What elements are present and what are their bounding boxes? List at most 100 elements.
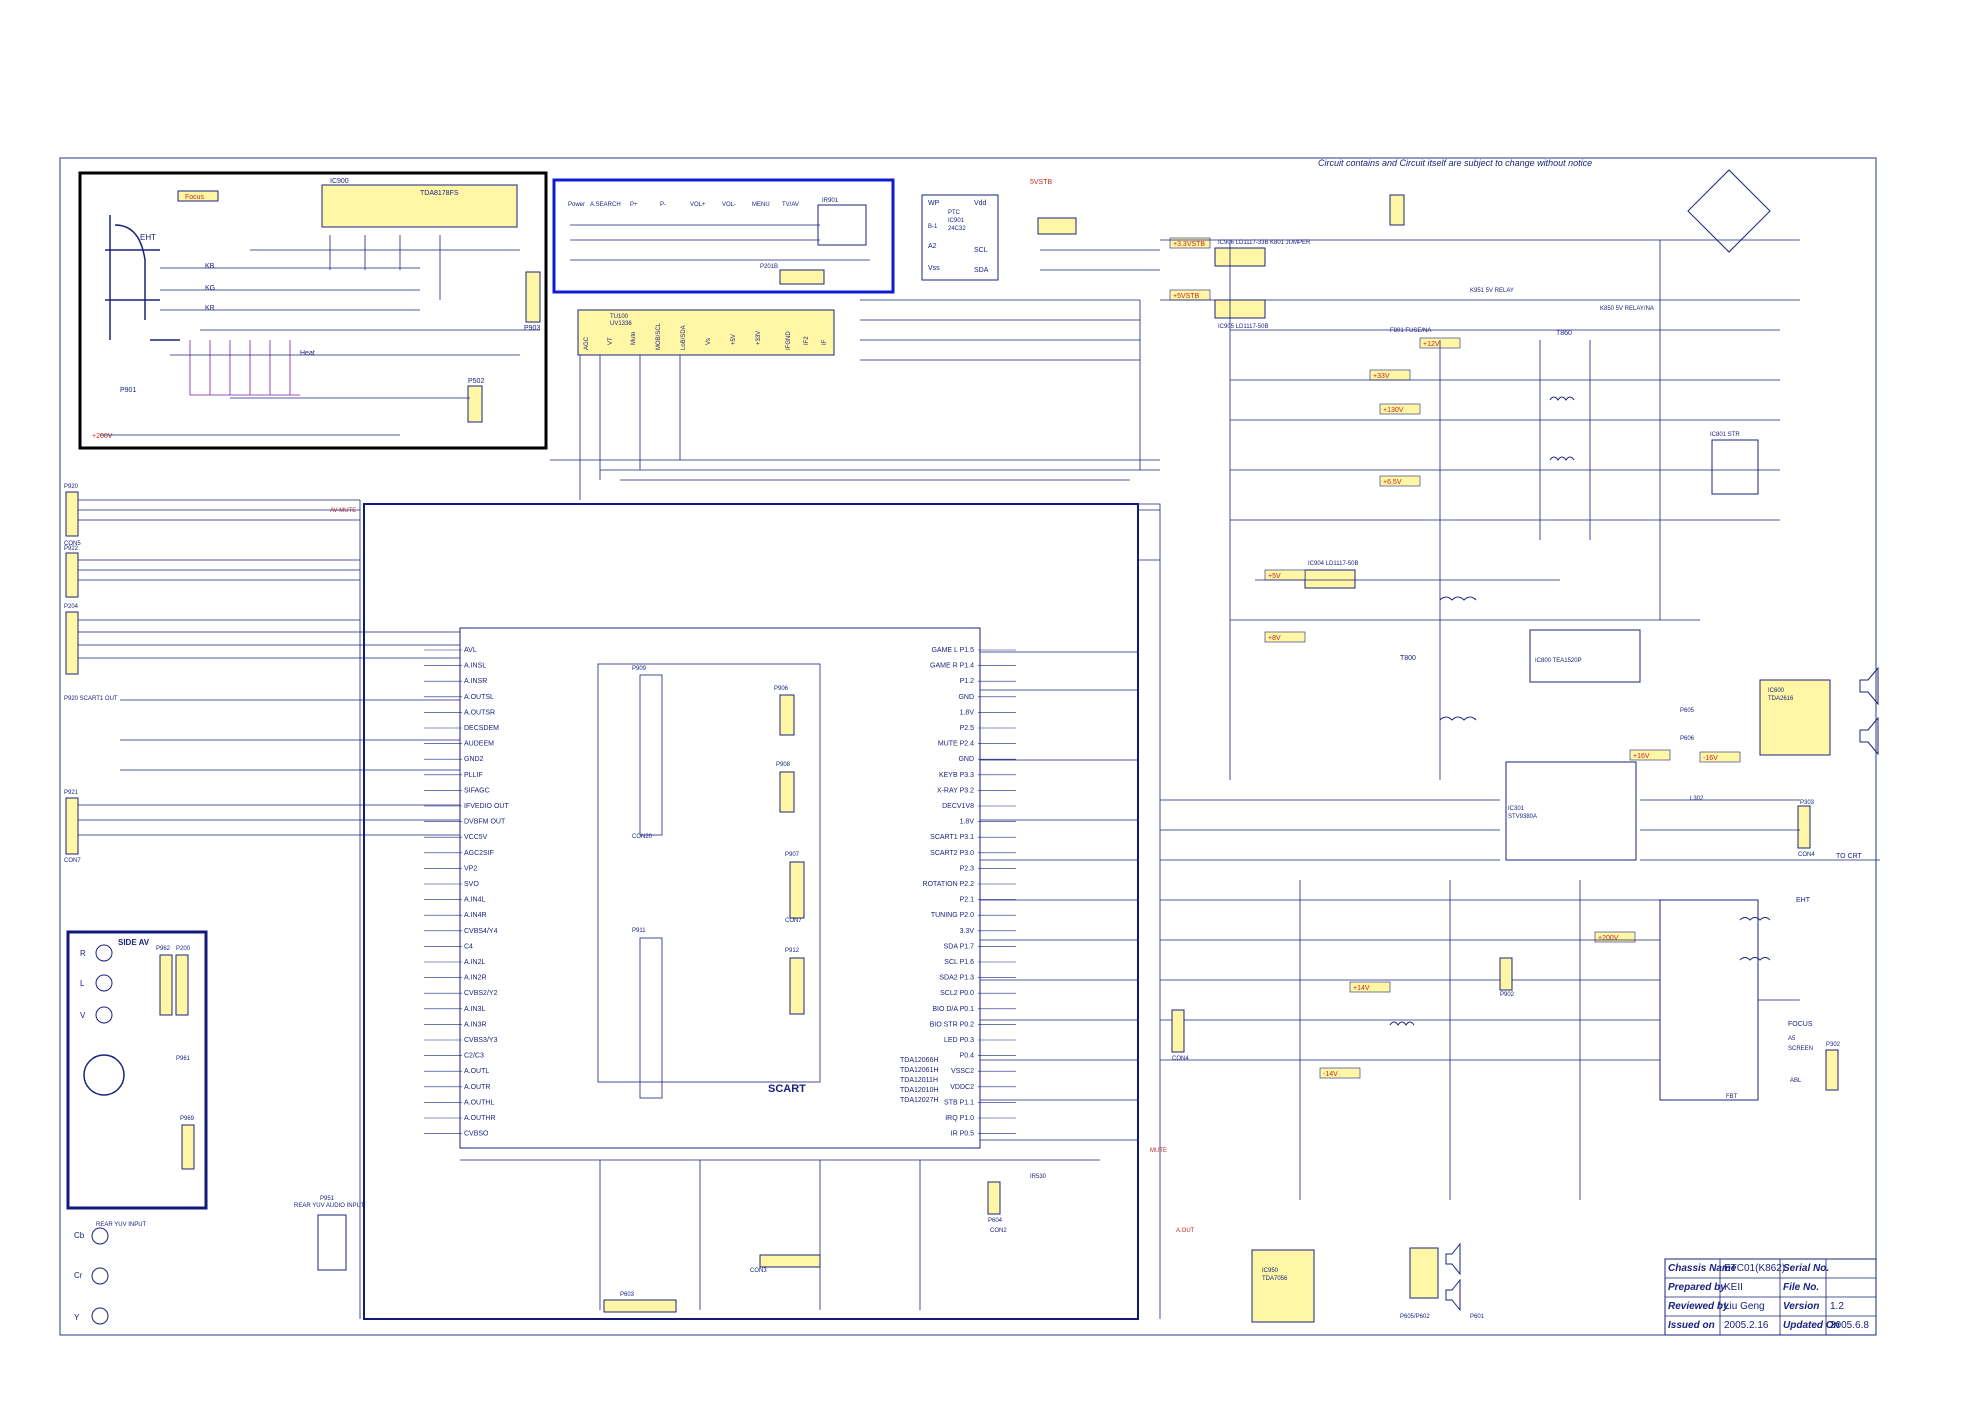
- rear-audio-jack-body: [317, 1214, 347, 1271]
- rail-tag-10: [1349, 981, 1391, 993]
- p303-label: P303: [1800, 800, 1815, 806]
- fuse-f801: F801 FUSE/NA: [1390, 328, 1431, 334]
- tuner-part: UV1336: [610, 321, 632, 327]
- ir530-connector: [987, 1181, 1001, 1215]
- scart-right-pin-5: P2.5: [960, 725, 975, 732]
- side-jack-v: V: [80, 1011, 86, 1020]
- chassis-name-value: ETC01(K862): [1724, 1263, 1786, 1274]
- amp-speaker-conn: [1409, 1247, 1439, 1299]
- chassis-name-label: Chassis Name: [1668, 1263, 1737, 1274]
- issued-on-label: Issued on: [1668, 1320, 1715, 1331]
- p302-connector: [1825, 1049, 1839, 1091]
- p302-label: P302: [1826, 1042, 1841, 1048]
- scart-left-pin-6: AUDEEM: [464, 741, 494, 748]
- rail-tag-8: [1629, 749, 1671, 761]
- rear-yuv-audio-label: REAR YUV AUDIO INPUT: [294, 1203, 365, 1209]
- focus-label: Focus: [185, 194, 205, 201]
- eeprom-supply: 5VSTB: [1030, 179, 1053, 186]
- scart-left-pin-4: A.OUTSR: [464, 709, 495, 716]
- ic904-body: [1304, 569, 1356, 589]
- amp-ic-label: IC950: [1262, 1268, 1279, 1274]
- p909-block: [639, 674, 663, 836]
- p961-label: P961: [176, 1056, 191, 1062]
- p903-connector: [525, 271, 541, 323]
- scart-right-pin-10: DECV1V8: [942, 803, 974, 810]
- p906-label: P906: [774, 686, 789, 692]
- scart-left-pin-21: A.IN2R: [464, 975, 487, 982]
- scart-left-pin-2: A.INSR: [464, 678, 487, 685]
- p922-label: P922: [64, 546, 79, 552]
- tuner-pin-mobscl: MOB/SCL: [656, 322, 662, 350]
- amp-p902: [1499, 957, 1513, 991]
- chip-variant-2: TDA12061H: [900, 1067, 939, 1074]
- ic900-label: IC900: [330, 178, 349, 185]
- fbt-label: FBT: [1726, 1094, 1738, 1100]
- ic800-label: IC800 TEA1520P: [1535, 658, 1582, 664]
- audio-mute: MUTE: [1150, 1148, 1167, 1154]
- key-asearch: A.SEARCH: [590, 202, 621, 208]
- kb-label: KB: [205, 263, 215, 270]
- ic905-label: IC905 LD1117-50B: [1218, 324, 1268, 330]
- amp-con4: [1171, 1009, 1185, 1053]
- updated-on-label: Updated On: [1783, 1320, 1840, 1331]
- av-mute-label: AV-MUTE: [330, 508, 356, 514]
- eeprom-b1: B-1: [928, 224, 938, 230]
- scart-right-pin-13: SCART2 P3.0: [930, 850, 974, 857]
- rail-tag-9: [1699, 751, 1741, 763]
- rear-cb-jack: [91, 1227, 109, 1245]
- kr-label: KR: [205, 305, 215, 312]
- tuner-pin-33v: +33V: [756, 331, 762, 345]
- p912-block: [789, 957, 805, 1015]
- eeprom-p201b: P201B: [760, 264, 778, 270]
- p920-label: P920: [64, 484, 79, 490]
- focus-tag: [177, 190, 219, 202]
- side-jack-r-body: [95, 944, 113, 962]
- p908-block: [779, 771, 795, 813]
- scart-left-pin-16: A.IN4L: [464, 897, 486, 904]
- scart-left-pin-26: C2/C3: [464, 1053, 484, 1060]
- scart-left-pin-27: A.OUTL: [464, 1068, 489, 1075]
- p911-block: [639, 937, 663, 1099]
- scart-left-pin-10: IFVEDIO OUT: [464, 803, 509, 810]
- scart-connectors: P909 P906 P908 P907 P911 P912 CON20 CON7: [632, 666, 802, 954]
- amp-p902-label: P902: [1500, 992, 1515, 998]
- mid-bus-wiring: [460, 503, 1161, 1319]
- file-no-label: File No.: [1783, 1282, 1820, 1293]
- key-power: Power: [568, 202, 585, 208]
- p951-label: P951: [320, 1196, 335, 1202]
- scart-left-pin-28: A.OUTR: [464, 1084, 490, 1091]
- con20-label: CON20: [632, 834, 653, 840]
- p921-label: P921: [64, 790, 79, 796]
- rail-tag-0: [1169, 237, 1211, 249]
- scart-left-pin-30: A.OUTHR: [464, 1115, 496, 1122]
- scart-left-pin-7: GND2: [464, 756, 484, 763]
- audio-p605: P605: [1680, 708, 1695, 714]
- rail-label-0: +3.3VSTB: [1173, 241, 1205, 248]
- relay-k801: K801 JUMPER: [1270, 240, 1311, 246]
- p204-label: P204: [64, 604, 79, 610]
- speaker-right: [1445, 1242, 1461, 1312]
- scart-right-pin-11: 1.8V: [960, 819, 975, 826]
- bottom-conn-con3: [759, 1254, 821, 1268]
- ic800-body: [1529, 629, 1641, 683]
- scart-left-pin-22: CVBS2/Y2: [464, 990, 498, 997]
- rail-label-5: +6.5V: [1383, 479, 1402, 486]
- scart-right-pin-25: LED P0.3: [944, 1037, 974, 1044]
- scart-right-pin-23: BIO D/A P0.1: [932, 1006, 974, 1013]
- p962-label: P962: [156, 946, 171, 952]
- scart-left-pin-14: VP2: [464, 865, 477, 872]
- rail-label-7: +8V: [1268, 635, 1281, 642]
- scart-right-pin-7: GND: [958, 756, 974, 763]
- eeprom-pin-a2: A2: [928, 243, 937, 250]
- serial-no-label: Serial No.: [1783, 1263, 1830, 1274]
- con7-label: CON7: [785, 918, 802, 924]
- scart-right-pin-27: VSSC2: [951, 1068, 974, 1075]
- left-input-wiring: [78, 499, 460, 1319]
- side-jack-v-body: [95, 1006, 113, 1024]
- scart-left-pin-8: PLLIF: [464, 772, 483, 779]
- p204-connector: [65, 611, 79, 675]
- rail-label-1: +5VSTB: [1173, 293, 1200, 300]
- rail-label-9: -16V: [1703, 755, 1718, 762]
- ir-con3: CON3: [750, 1268, 767, 1274]
